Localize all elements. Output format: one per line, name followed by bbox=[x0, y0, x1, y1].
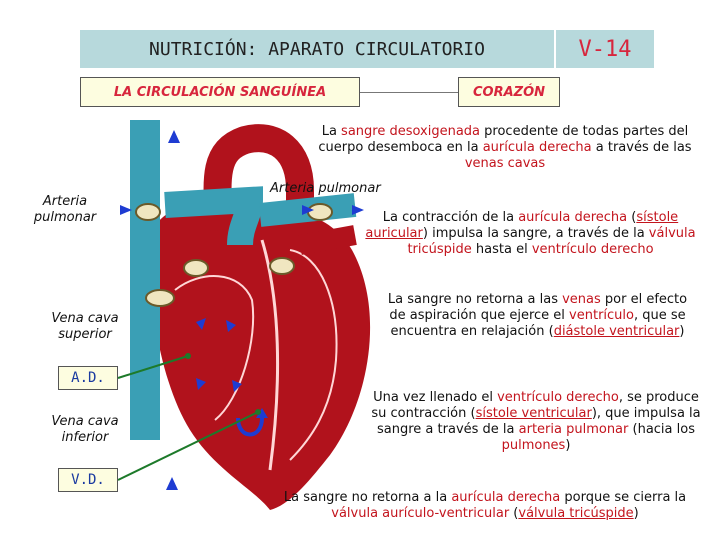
connector-line bbox=[360, 92, 458, 93]
arrow-icon bbox=[168, 130, 180, 143]
vessel-opening bbox=[145, 289, 175, 307]
paragraph-1: La sangre desoxigenada procedente de tod… bbox=[318, 124, 692, 171]
arrow-icon bbox=[226, 320, 236, 332]
vena-cava-inferior bbox=[130, 345, 160, 440]
vessel-opening bbox=[183, 259, 209, 277]
arrow-icon bbox=[120, 205, 132, 215]
pointer-line-ad bbox=[117, 355, 189, 379]
vena-cava-superior bbox=[130, 120, 160, 350]
topic-box: CORAZÓN bbox=[458, 77, 560, 107]
arrow-icon bbox=[196, 318, 206, 330]
tag-vd: V.D. bbox=[58, 468, 118, 492]
paragraph-5: La sangre no retorna a la aurícula derec… bbox=[283, 490, 687, 521]
page-title: NUTRICIÓN: APARATO CIRCULATORIO bbox=[80, 30, 554, 68]
label-vena-cava-inferior: Vena cava inferior bbox=[51, 414, 119, 445]
paragraph-4: Una vez llenado el ventrículo derecho, s… bbox=[371, 390, 701, 453]
pulmonary-artery bbox=[164, 186, 264, 246]
section-subtitle: LA CIRCULACIÓN SANGUÍNEA bbox=[80, 77, 360, 107]
label-arteria-pulmonar-center: Arteria pulmonar bbox=[270, 181, 381, 196]
vessel-opening bbox=[269, 257, 295, 275]
vessel-opening bbox=[135, 203, 161, 221]
chamber-outline bbox=[174, 275, 255, 421]
sheet-code: V-14 bbox=[556, 30, 654, 68]
tag-ad: A.D. bbox=[58, 366, 118, 390]
septum-line bbox=[260, 239, 280, 471]
vessel-opening bbox=[307, 203, 333, 221]
curved-arrow-icon bbox=[236, 417, 264, 437]
label-vena-cava-superior: Vena cava superior bbox=[51, 311, 119, 342]
pulmonary-vein-right bbox=[298, 225, 357, 255]
heart-body bbox=[148, 202, 371, 511]
label-arteria-pulmonar-left: Arteria pulmonar bbox=[33, 194, 97, 225]
arrow-icon bbox=[166, 477, 178, 490]
pointer-line-vd bbox=[117, 411, 259, 481]
chamber-outline-right bbox=[289, 249, 338, 461]
paragraph-2: La contracción de la aurícula derecha (s… bbox=[365, 210, 696, 257]
arrow-icon bbox=[196, 378, 206, 390]
aorta bbox=[203, 124, 314, 232]
arrow-icon bbox=[352, 205, 364, 215]
arrow-icon bbox=[232, 380, 242, 392]
paragraph-3: La sangre no retorna a las venas por el … bbox=[387, 292, 688, 339]
flow-arrows bbox=[120, 130, 364, 490]
arrow-icon bbox=[302, 205, 314, 215]
arrow-icon bbox=[256, 408, 268, 418]
